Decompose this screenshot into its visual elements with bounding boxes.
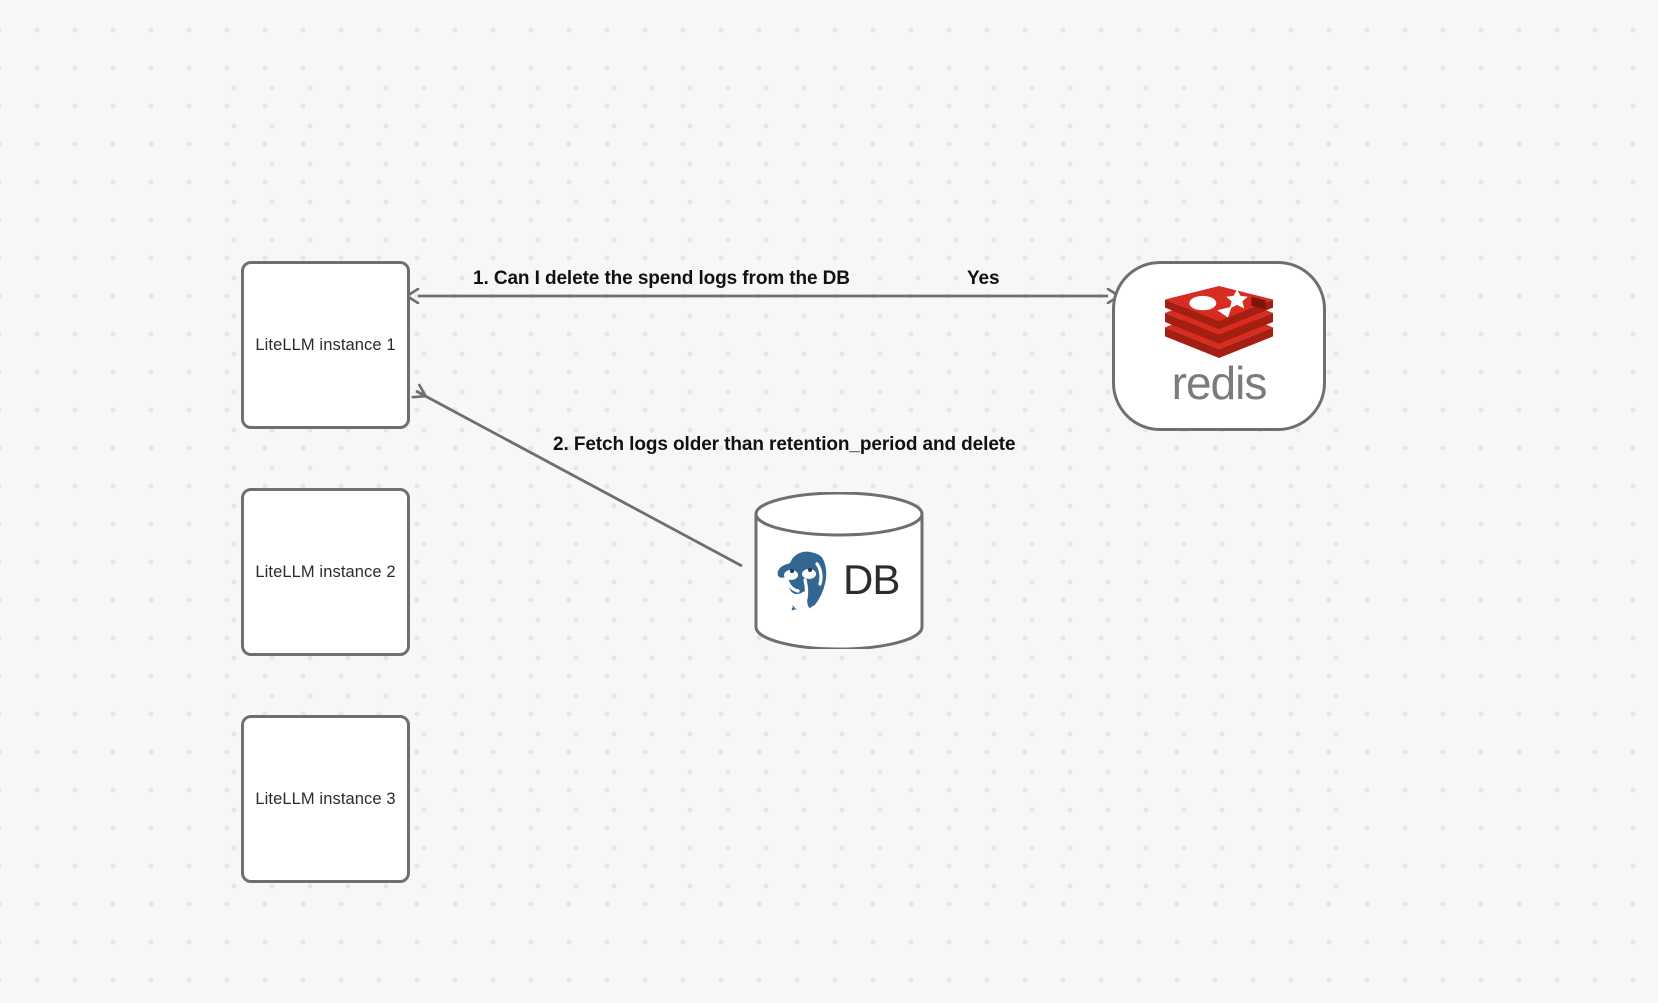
- node-litellm-instance-1[interactable]: LiteLLM instance 1: [241, 261, 410, 429]
- redis-wordmark: redis: [1171, 357, 1268, 409]
- postgresql-elephant-icon: [772, 546, 832, 616]
- edge-label-step-1-reply: Yes: [967, 268, 1000, 289]
- node-label-litellm-2: LiteLLM instance 2: [255, 562, 396, 581]
- node-litellm-instance-2[interactable]: LiteLLM instance 2: [241, 488, 410, 656]
- node-label-litellm-1: LiteLLM instance 1: [255, 335, 396, 354]
- connector-db-litellm1: [416, 391, 743, 568]
- database-cylinder-shape: [754, 491, 924, 651]
- node-label-litellm-3: LiteLLM instance 3: [255, 789, 396, 808]
- node-litellm-instance-3[interactable]: LiteLLM instance 3: [241, 715, 410, 883]
- node-redis[interactable]: redis: [1112, 261, 1326, 431]
- edge-label-step-1: 1. Can I delete the spend logs from the …: [473, 268, 850, 289]
- redis-logo-icon: [1165, 286, 1273, 358]
- edge-label-step-2: 2. Fetch logs older than retention_perio…: [553, 434, 1016, 455]
- node-postgres-db[interactable]: DB: [753, 491, 925, 651]
- db-label: DB: [843, 556, 900, 603]
